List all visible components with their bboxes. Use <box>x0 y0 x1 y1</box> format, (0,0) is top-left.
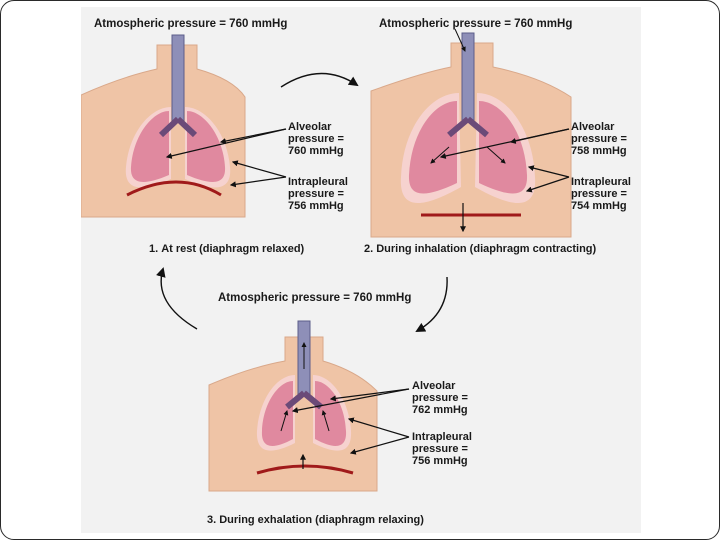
cycle-arrow-inhalation-to-exhalation <box>415 276 448 332</box>
cycle-arrow-rest-to-inhalation <box>280 72 359 88</box>
caption-at-rest: 1.At rest (diaphragm relaxed) <box>149 243 305 255</box>
lungs-exhalation <box>256 375 352 451</box>
trachea-inhalation <box>430 28 506 164</box>
diagram-graphics <box>81 28 572 492</box>
atmospheric-pressure-label-1: Atmospheric pressure = 760 mmHg <box>94 18 288 30</box>
alveolar-pressure-label-3: Alveolar pressure = 762 mmHg <box>412 380 468 416</box>
trachea-at-rest <box>158 34 198 138</box>
trachea-exhalation <box>280 320 330 432</box>
respiration-pressure-diagram: Atmospheric pressure = 760 mmHg Alveolar… <box>81 7 641 533</box>
intrapleural-pressure-label-3: Intrapleural pressure = 756 mmHg <box>412 431 472 467</box>
atmospheric-pressure-label-3: Atmospheric pressure = 760 mmHg <box>218 292 412 304</box>
intrapleural-pressure-label-2: Intrapleural pressure = 754 mmHg <box>571 176 631 212</box>
alveolar-pressure-label-1: Alveolar pressure = 760 mmHg <box>288 121 344 157</box>
label-pointers-2 <box>439 128 570 193</box>
label-pointers-3 <box>291 388 410 455</box>
lungs-inhalation <box>400 93 536 204</box>
caption-inhalation: 2.During inhalation (diaphragm contracti… <box>364 243 597 255</box>
diaphragm-relaxing <box>256 464 354 475</box>
caption-exhalation: 3.During exhalation (diaphragm relaxing) <box>207 514 424 526</box>
diaphragm-relaxed <box>126 180 222 197</box>
atmospheric-pressure-label-2: Atmospheric pressure = 760 mmHg <box>379 18 573 30</box>
intrapleural-pressure-label-1: Intrapleural pressure = 756 mmHg <box>288 176 348 212</box>
alveolar-pressure-label-2: Alveolar pressure = 758 mmHg <box>571 121 627 157</box>
label-pointers-1 <box>165 128 287 188</box>
cycle-arrow-exhalation-to-rest <box>156 267 198 330</box>
